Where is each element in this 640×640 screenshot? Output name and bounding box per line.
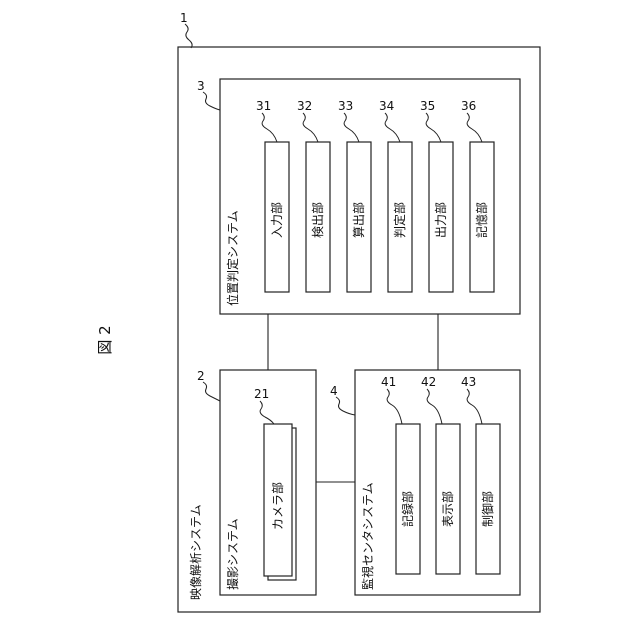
ref-main: 1 (180, 11, 188, 25)
unit-label-35: 出力部 (433, 202, 448, 238)
ref-31: 31 (256, 99, 271, 113)
monitoring-system-label: 監視センタシステム (360, 482, 375, 590)
ref-42: 42 (421, 375, 436, 389)
ref-33: 33 (338, 99, 353, 113)
unit-label-42: 表示部 (440, 491, 455, 527)
unit-label-32: 検出部 (310, 202, 325, 238)
ref-32: 32 (297, 99, 312, 113)
ref-21: 21 (254, 387, 269, 401)
camera-unit-label: カメラ部 (270, 482, 285, 530)
imaging-system-label: 撮影システム (226, 518, 240, 590)
unit-label-41: 記録部 (400, 491, 415, 527)
ref-imaging-system: 2 (197, 369, 205, 383)
ref-35: 35 (420, 99, 435, 113)
ref-monitoring-system: 4 (330, 384, 338, 398)
unit-label-43: 制御部 (480, 491, 495, 527)
leader-main (185, 24, 192, 48)
unit-label-33: 算出部 (351, 202, 366, 238)
unit-label-36: 記憶部 (474, 202, 489, 238)
ref-34: 34 (379, 99, 394, 113)
main-system-label: 映像解析システム (189, 504, 203, 600)
ref-position-system: 3 (197, 79, 205, 93)
ref-36: 36 (461, 99, 476, 113)
ref-41: 41 (381, 375, 396, 389)
ref-43: 43 (461, 375, 476, 389)
position-system-label: 位置判定システム (225, 210, 240, 306)
unit-label-34: 判定部 (392, 202, 407, 238)
figure-label: 図 2 (96, 325, 114, 354)
unit-label-31: 入力部 (269, 202, 284, 238)
